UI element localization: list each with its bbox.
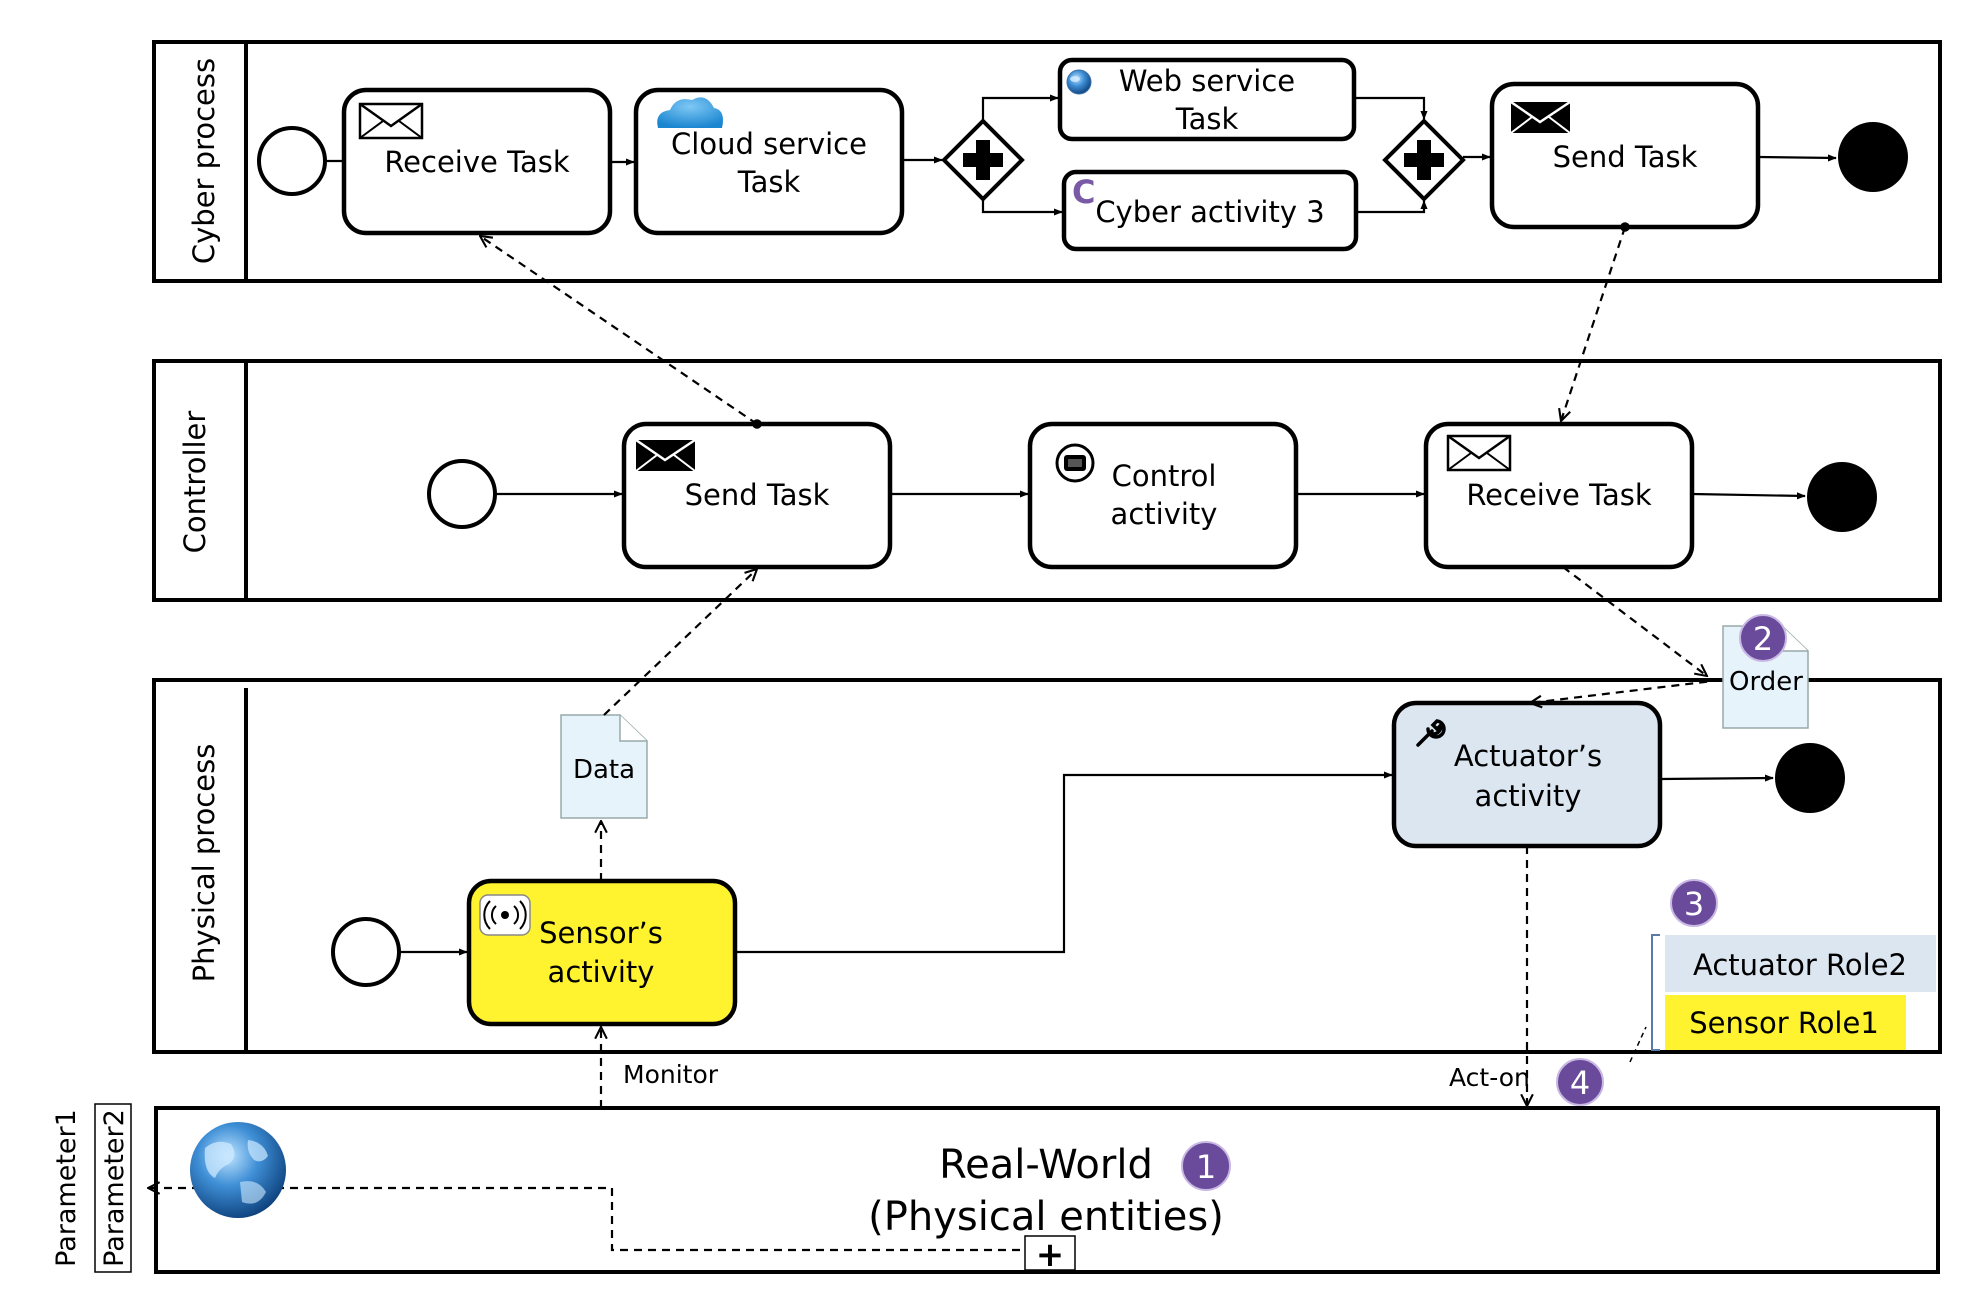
parameter-labels: Parameter1 Parameter2 <box>51 1103 132 1273</box>
cyber-start-event <box>257 126 327 196</box>
control-activity-label-line1: Control <box>1112 459 1217 493</box>
lane-label-physical: Physical process <box>187 744 221 983</box>
cloud-icon <box>657 97 723 128</box>
sensor-activity-label-line2: activity <box>548 955 655 989</box>
cloud-task-label-line1: Cloud service <box>671 127 867 161</box>
parameter2-bracket <box>94 1103 132 1273</box>
roles-group: Actuator Role2 Sensor Role1 <box>1629 934 1936 1063</box>
data-object-label: Data <box>573 755 635 785</box>
cyber-send-task: Send Task <box>1489 81 1761 230</box>
lane-label-controller: Controller <box>178 411 212 554</box>
badge-4: 4 <box>1556 1058 1604 1106</box>
physical-sequence-flows <box>399 771 1774 956</box>
badge-1: 1 <box>1181 1141 1231 1191</box>
cyber-end-event <box>1838 122 1908 192</box>
parameter2-label: Parameter2 <box>99 1109 130 1267</box>
controller-start-event <box>427 459 497 529</box>
monitor-flow-label: Monitor <box>623 1060 719 1089</box>
real-world-title: Real-World <box>939 1142 1153 1188</box>
envelope-icon <box>358 102 424 140</box>
cloud-task-label-line2: Task <box>737 165 801 199</box>
web-task-label-line1: Web service <box>1119 64 1295 98</box>
envelope-icon <box>1446 434 1512 472</box>
subprocess-marker: + <box>1024 1235 1076 1275</box>
parallel-gateway-join <box>1382 118 1466 202</box>
actuator-activity-label-line1: Actuator’s <box>1454 739 1602 773</box>
sensor-signal-icon <box>479 894 531 936</box>
badge-3: 3 <box>1670 879 1718 927</box>
controller-receive-task: Receive Task <box>1423 421 1695 570</box>
badge-1-number: 1 <box>1196 1148 1216 1186</box>
badge-2-number: 2 <box>1753 620 1773 658</box>
act-on-flow-label: Act-on <box>1449 1063 1530 1092</box>
controller-send-task: Send Task <box>621 421 893 570</box>
cyber-c-badge-icon: C <box>1072 173 1095 211</box>
role-sensor <box>1665 995 1906 1050</box>
envelope-filled-icon <box>635 438 696 472</box>
cyber-send-task-label: Send Task <box>1553 140 1698 174</box>
cyber-receive-task-label: Receive Task <box>384 145 570 179</box>
wrench-icon <box>1416 719 1446 747</box>
controller-send-task-label: Send Task <box>685 478 830 512</box>
badge-4-number: 4 <box>1570 1064 1590 1102</box>
physical-end-event <box>1775 743 1845 813</box>
order-object-label: Order <box>1729 667 1803 697</box>
sensor-activity: Sensor’s activity <box>466 878 738 1027</box>
message-flows <box>148 227 1722 1252</box>
actuator-activity-label-line2: activity <box>1475 779 1582 813</box>
badge-2: 2 <box>1739 614 1787 662</box>
cyber-receive-task: Receive Task <box>341 87 613 236</box>
web-task-label-line2: Task <box>1175 102 1239 136</box>
cyber-activity-label: Cyber activity 3 <box>1095 195 1324 229</box>
parameter1-label: Parameter1 <box>51 1109 82 1267</box>
cyber-activity-3: C Cyber activity 3 <box>1061 169 1359 252</box>
real-world-subtitle: (Physical entities) <box>868 1194 1224 1240</box>
role-actuator <box>1665 935 1936 992</box>
badge-3-number: 3 <box>1684 885 1704 923</box>
globe-icon <box>190 1122 286 1218</box>
cyber-sequence-flows <box>326 94 1837 216</box>
role-actuator-label: Actuator Role2 <box>1693 948 1907 982</box>
data-object: Data <box>560 714 648 819</box>
controller-control-activity: Control activity <box>1027 421 1299 570</box>
actuator-activity: Actuator’s activity <box>1391 700 1663 849</box>
envelope-filled-icon <box>1510 100 1571 134</box>
controller-end-event <box>1807 462 1877 532</box>
controller-sequence-flows <box>495 490 1806 500</box>
controller-receive-task-label: Receive Task <box>1466 478 1652 512</box>
cyber-web-service-task: Web service Task <box>1057 57 1357 142</box>
physical-start-event <box>331 917 401 987</box>
cyber-cloud-service-task: Cloud service Task <box>633 87 905 236</box>
web-globe-icon <box>1066 69 1092 95</box>
controller-chip-icon <box>1055 443 1095 483</box>
control-activity-label-line2: activity <box>1111 497 1218 531</box>
sensor-activity-label-line1: Sensor’s <box>539 916 663 950</box>
subprocess-marker-plus: + <box>1036 1235 1065 1275</box>
lane-label-cyber: Cyber process <box>187 58 221 264</box>
role-sensor-label: Sensor Role1 <box>1689 1006 1879 1040</box>
